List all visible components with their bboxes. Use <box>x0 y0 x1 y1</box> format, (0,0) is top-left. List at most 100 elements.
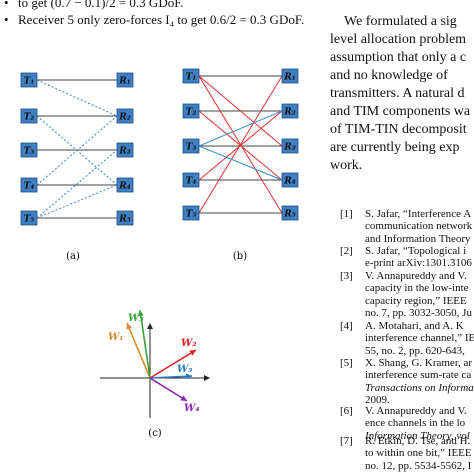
bullet-item: to get (0.7 − 0.1)/2 = 0.3 GDoF. <box>4 0 184 11</box>
tx-node <box>182 103 200 119</box>
rx-label: R₂ <box>118 113 130 123</box>
vector-arrow <box>126 322 151 379</box>
rx-node <box>116 210 134 226</box>
reference-number: [3] <box>340 270 353 282</box>
tx-node <box>20 177 38 193</box>
vector-label: W₅ <box>177 364 193 375</box>
reference-line: to within one bit,” IEEE <box>365 447 472 460</box>
reference-line: X. Shang, G. Kramer, ar <box>365 357 473 369</box>
reference-line: A. Motahari, and A. K <box>365 320 464 332</box>
reference-line: V. Annapureddy and V. <box>365 405 467 417</box>
paragraph-line: and TIM components wa <box>330 104 471 119</box>
caption-b: (b) <box>233 251 247 262</box>
rx-node <box>116 142 134 158</box>
paragraph-line: of TIM-TIN decomposit <box>330 122 467 137</box>
rx-label: R₃ <box>118 147 130 157</box>
tx-label: T₂ <box>24 113 35 123</box>
reference-number: [6] <box>340 405 353 417</box>
tx-label: T₅ <box>186 210 197 220</box>
rx-label: R₂ <box>283 108 295 118</box>
paragraph-line: transmitters. A natural d <box>330 86 465 101</box>
paragraph-line: and no knowledge of <box>330 68 448 83</box>
rx-label: R₄ <box>118 182 130 192</box>
tx-node <box>20 72 38 88</box>
link-line <box>198 145 283 181</box>
reference-text: V. Annapureddy and V.ence channels in th… <box>365 405 470 442</box>
reference-line: no. 12, pp. 5534-5562, I <box>365 459 472 472</box>
reference-number: [2] <box>340 245 353 257</box>
rx-node <box>281 172 299 188</box>
tx-label: T₄ <box>186 177 197 187</box>
reference-number: [7] <box>340 435 353 447</box>
tx-node <box>182 138 200 154</box>
reference-number: [1] <box>340 208 353 220</box>
rx-label: R₁ <box>283 73 295 83</box>
paragraph-line: are currently being exp <box>330 140 460 155</box>
reference-line: ence channels in the lo <box>365 417 466 430</box>
vector-arrow <box>137 309 151 379</box>
rx-node <box>281 138 299 154</box>
vector-arrow <box>149 349 197 379</box>
reference-number: [5] <box>340 357 353 369</box>
paragraph-line: work. <box>330 158 363 173</box>
rx-node <box>281 205 299 221</box>
reference-line: R. Etkin, D. Tse, and H. <box>365 435 471 447</box>
reference-line: and Information Theory <box>365 232 471 245</box>
link-line <box>36 115 118 186</box>
y-axis-arrow <box>147 323 153 329</box>
vector-arrow <box>149 377 188 402</box>
vector-label: W₂ <box>181 338 197 349</box>
link-line <box>198 75 283 147</box>
link-line <box>36 184 118 219</box>
reference-line: S. Jafar, “Interference A <box>365 208 472 220</box>
reference-line: interference sum-rate ca <box>365 369 472 382</box>
rx-label: R₁ <box>118 77 130 87</box>
link-line <box>36 149 118 219</box>
reference-line: Transactions on Informa <box>365 381 474 394</box>
reference-line: e-print arXiv:1301.3106 <box>365 257 472 270</box>
rx-label: R₅ <box>283 210 295 220</box>
rx-node <box>281 68 299 84</box>
rx-node <box>281 103 299 119</box>
rx-label: R₄ <box>283 177 295 187</box>
paragraph-line: assumption that only a c <box>330 50 467 65</box>
bullet-item: Receiver 5 only zero-forces I₄ to get 0.… <box>4 12 305 28</box>
vector-label: W₄ <box>184 403 200 414</box>
link-line <box>198 75 283 214</box>
tx-node <box>20 210 38 226</box>
rx-node <box>116 108 134 124</box>
vector-label: W₁ <box>108 332 124 343</box>
reference-line: interference channel,” IE <box>365 332 474 345</box>
link-line <box>198 110 283 147</box>
link-line <box>198 110 283 181</box>
reference-line: S. Jafar, “Topological i <box>365 245 467 257</box>
rx-label: R₃ <box>283 143 295 153</box>
bullet-text: Receiver 5 only zero-forces I₄ to get 0.… <box>18 12 305 27</box>
tx-node <box>182 172 200 188</box>
reference-line: Information Theory, vol <box>365 429 470 442</box>
reference-line: 55, no. 2, pp. 620-643, <box>365 344 465 357</box>
vector-arrow <box>149 373 193 380</box>
tx-node <box>182 205 200 221</box>
paragraph-line: We formulated a sig <box>344 14 457 29</box>
tx-label: T₅ <box>24 215 35 225</box>
tx-label: T₃ <box>186 143 197 153</box>
rx-node <box>116 72 134 88</box>
tx-node <box>182 68 200 84</box>
reference-text: R. Etkin, D. Tse, and H.to within one bi… <box>365 435 472 472</box>
reference-number: [4] <box>340 320 353 332</box>
reference-text: V. Annapureddy and V.capacity in the low… <box>365 270 472 320</box>
caption-c: (c) <box>148 428 162 439</box>
body-paragraph: We formulated a sig level allocation pro… <box>330 13 470 175</box>
rx-label: R₅ <box>118 215 130 225</box>
paragraph-line: level allocation problem <box>330 32 467 47</box>
tx-label: T₁ <box>186 73 197 83</box>
reference-line: V. Annapureddy and V. <box>365 270 467 282</box>
